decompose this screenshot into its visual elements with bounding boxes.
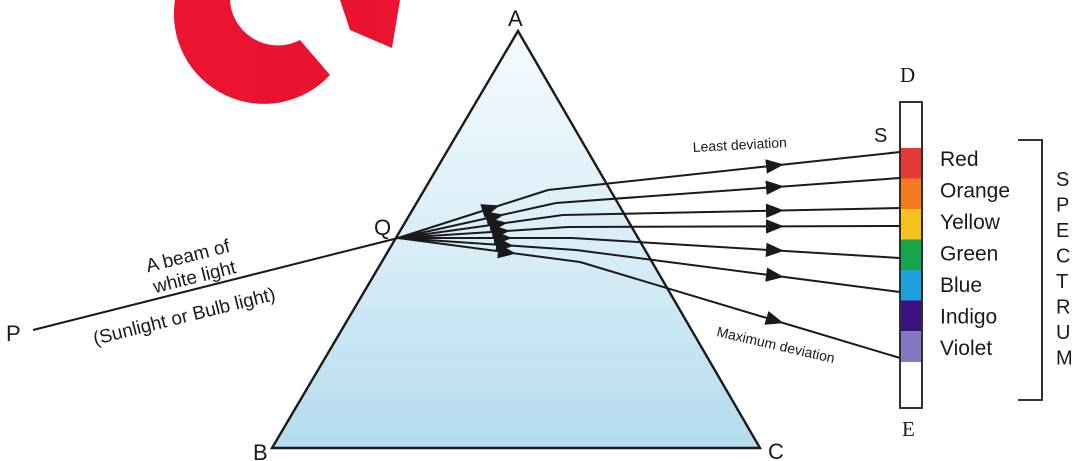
maximum-deviation-label: Maximum deviation (715, 323, 836, 366)
point-p-label: P (6, 321, 21, 346)
watermark (173, 0, 400, 104)
inner-ray-orange (397, 211, 504, 239)
band-red (901, 148, 921, 179)
inner-ray-yellow-tail (498, 214, 564, 225)
spectrum-letter: R (1056, 297, 1070, 319)
beam-label-group: A beam of white light (144, 236, 239, 298)
inner-ray-green (397, 224, 510, 240)
incident-ray (32, 237, 399, 331)
refracted-rays (397, 189, 581, 263)
outer-ray-green (567, 219, 784, 234)
inner-ray-red-tail (490, 189, 549, 210)
outer-ray-violet-end (774, 319, 901, 359)
outer-ray-red (547, 159, 784, 191)
spectrum-letter: P (1056, 195, 1069, 217)
outer-ray-orange (555, 180, 784, 204)
color-label-red: Red (940, 148, 979, 171)
vertex-b-label: B (253, 440, 268, 461)
screen-d-label: D (900, 63, 915, 87)
inner-ray-violet-tail (506, 251, 581, 263)
spectrum-letter: T (1056, 271, 1068, 293)
outer-ray-orange-end (774, 177, 901, 189)
color-label-orange: Orange (940, 180, 1010, 203)
color-label-blue: Blue (940, 274, 982, 297)
prism (269, 28, 763, 450)
screen-e-label: E (902, 417, 915, 441)
vertex-c-label: C (768, 439, 784, 461)
inner-ray-green-tail (500, 226, 569, 233)
screen-s-label: S (874, 125, 887, 147)
outer-ray-violet (579, 261, 784, 325)
outer-ray-indigo-end (774, 274, 901, 293)
color-label-indigo: Indigo (940, 306, 997, 329)
inner-ray-violet (397, 237, 516, 259)
outer-ray-yellow (562, 203, 784, 218)
band-blue (901, 270, 921, 301)
inner-ray-indigo-tail (504, 244, 577, 251)
outer-ray-blue-end (774, 249, 901, 259)
color-label-violet: Violet (940, 337, 992, 360)
spectrum-bands (901, 148, 921, 362)
outer-ray-blue (571, 237, 784, 258)
inner-ray-red (397, 204, 500, 239)
spectrum-bracket (1018, 139, 1043, 401)
band-orange (901, 178, 921, 210)
outer-ray-yellow-end (774, 207, 901, 212)
beam-source-label: (Sunlight or Bulb light) (91, 284, 277, 350)
spectrum-letter: U (1056, 322, 1070, 344)
band-indigo (901, 300, 921, 332)
inner-ray-indigo (397, 237, 514, 252)
emergent-rays (547, 151, 901, 359)
spectrum-letter: M (1056, 348, 1073, 370)
spectrum-letter: C (1056, 246, 1070, 268)
outer-ray-indigo (575, 249, 784, 282)
spectrum-letter: S (1056, 169, 1069, 191)
spectrum-letter: E (1056, 220, 1069, 242)
vertex-a-label: A (508, 6, 523, 31)
band-yellow (901, 209, 921, 240)
inner-ray-orange-tail (494, 202, 557, 218)
inner-ray-yellow (397, 218, 508, 239)
color-label-green: Green (940, 243, 998, 266)
least-deviation-label: Least deviation (692, 134, 787, 155)
band-violet (901, 331, 921, 362)
color-label-yellow: Yellow (940, 211, 1001, 234)
band-green (901, 239, 921, 271)
outer-ray-red-end (774, 151, 901, 167)
point-q-label: Q (374, 215, 391, 240)
